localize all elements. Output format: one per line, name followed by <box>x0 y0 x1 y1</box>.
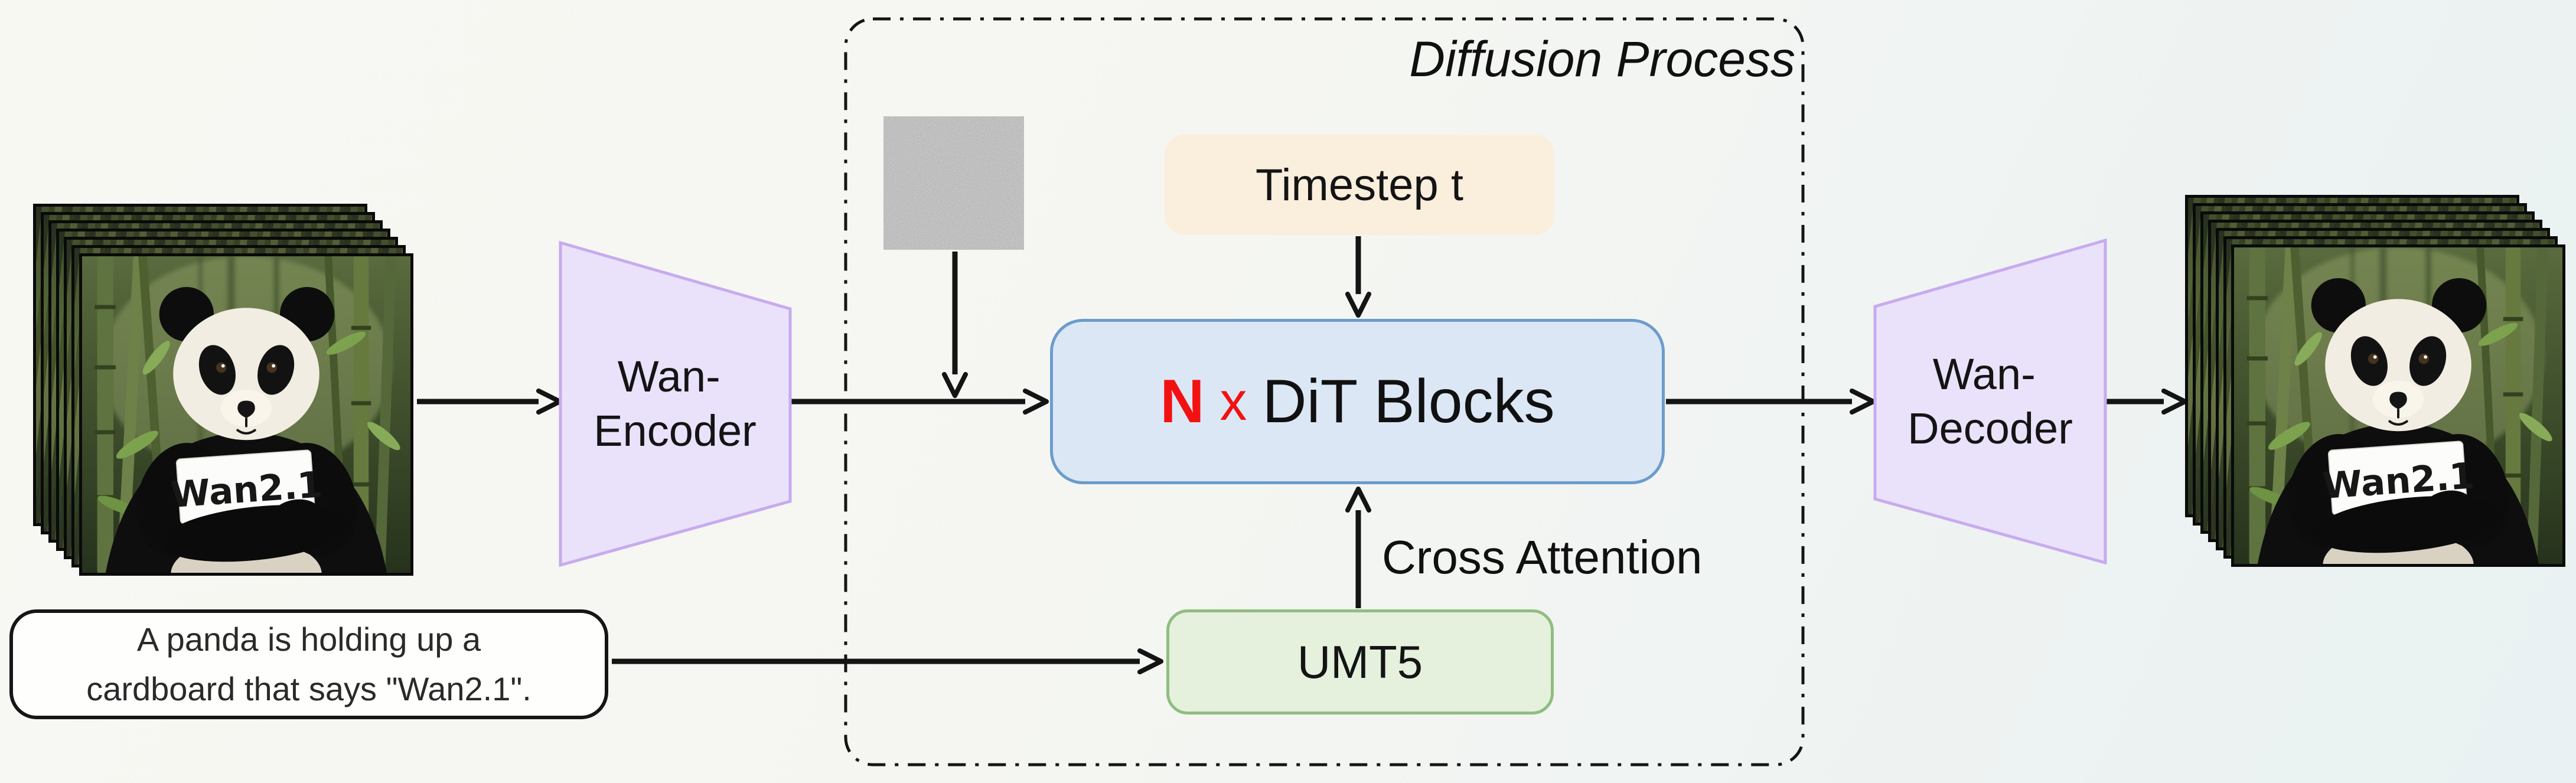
input-video-frames: Wan2.1 <box>33 204 417 582</box>
wan-decoder: Wan- Decoder <box>1873 238 2107 565</box>
prompt-line-1: A panda is holding up a <box>136 621 481 658</box>
umt5-label: UMT5 <box>1297 635 1423 688</box>
noise-image <box>883 116 1024 250</box>
output-video-frames: Wan2.1 <box>2185 195 2569 573</box>
panda: Wan2.1 <box>2257 278 2539 564</box>
panda-photo: Wan2.1 <box>2234 247 2562 564</box>
panda-photo: Wan2.1 <box>82 256 410 573</box>
video-frame-front: Wan2.1 <box>79 253 413 576</box>
prompt-line-2: cardboard that says "Wan2.1". <box>86 670 531 707</box>
dit-x-multiplier: x <box>1219 371 1247 432</box>
encoder-shape <box>559 240 792 567</box>
dit-blocks-label: DiT Blocks <box>1262 367 1555 436</box>
decoder-shape <box>1873 238 2107 565</box>
diffusion-process-title: Diffusion Process <box>1409 31 1795 87</box>
dit-n-count: N <box>1160 367 1205 436</box>
timestep-box: Timestep t <box>1165 135 1554 235</box>
timestep-label: Timestep t <box>1256 159 1463 210</box>
decoder-label: Wan- Decoder <box>1907 350 2073 453</box>
cross-attention-label: Cross Attention <box>1382 531 1703 583</box>
prompt-box: A panda is holding up a cardboard that s… <box>9 609 608 719</box>
panda: Wan2.1 <box>105 287 387 573</box>
umt5-box: UMT5 <box>1166 609 1554 715</box>
wan-encoder: Wan- Encoder <box>559 240 792 567</box>
dit-blocks-box: N x DiT Blocks <box>1050 319 1665 484</box>
video-frame-front: Wan2.1 <box>2231 244 2565 567</box>
encoder-label: Wan- Encoder <box>594 352 757 455</box>
